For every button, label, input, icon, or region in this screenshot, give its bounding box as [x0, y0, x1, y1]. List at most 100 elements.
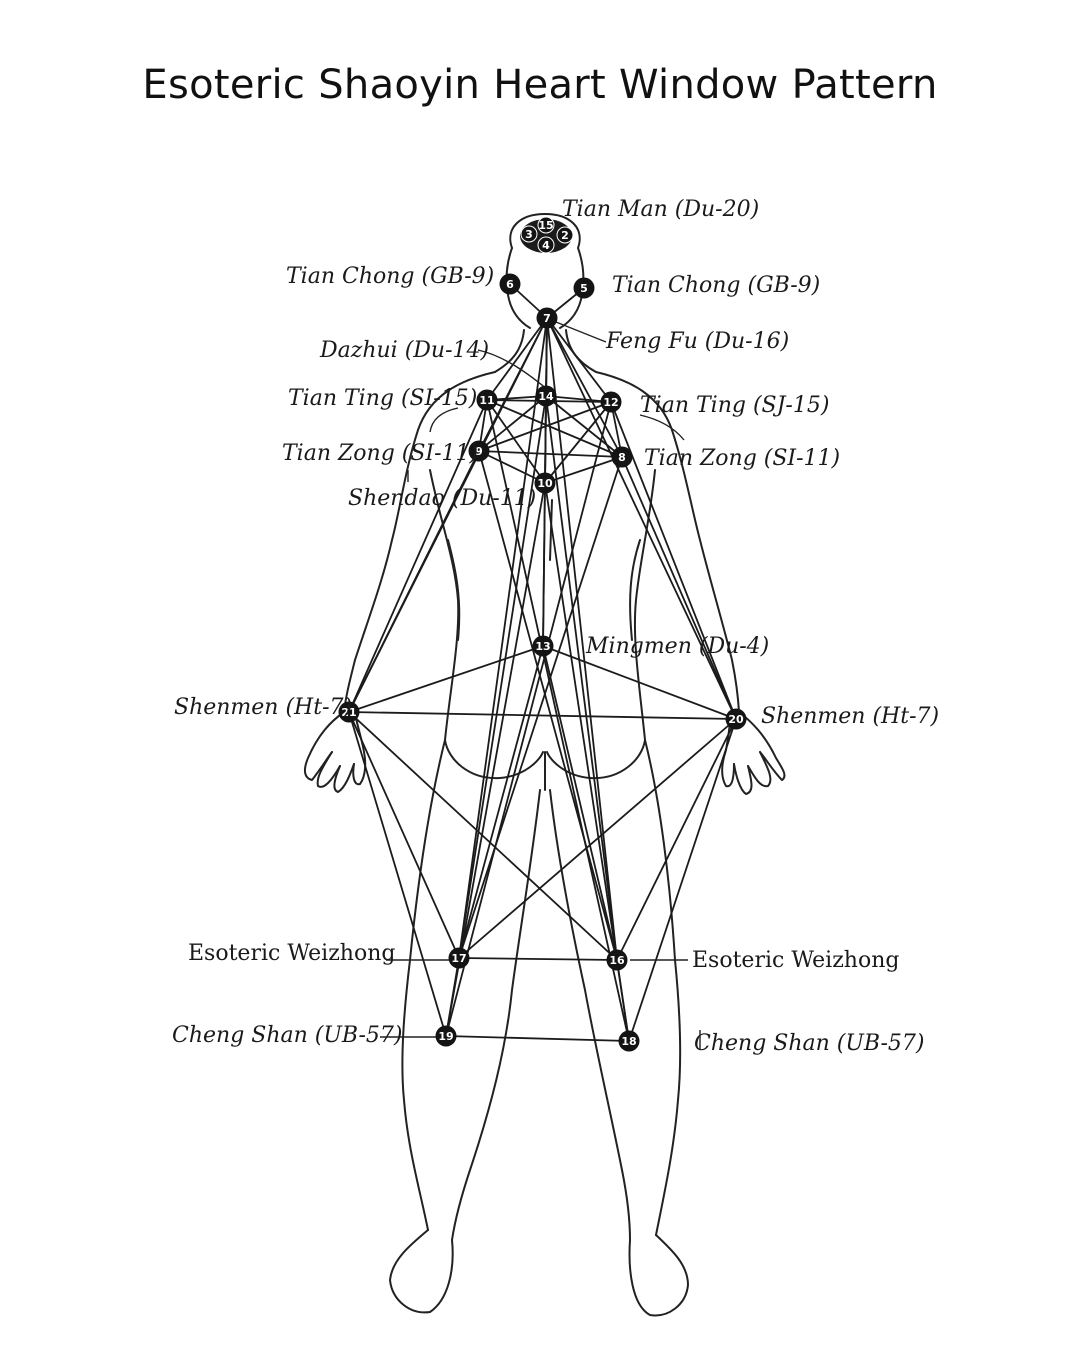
acupoint-12-number: 12	[603, 396, 618, 409]
acupoint-8: 8	[611, 446, 633, 468]
connection-20-17	[458, 718, 737, 959]
acupoint-2-dot	[556, 226, 574, 244]
acupoint-14: 14	[535, 385, 557, 407]
acupoint-6-dot	[499, 273, 521, 295]
acupoint-20: 20	[725, 708, 747, 730]
connection-13-17	[458, 645, 544, 959]
acupoint-11-dot	[476, 389, 498, 411]
acupoint-10-number: 10	[537, 477, 553, 490]
acupoint-17-number: 17	[451, 952, 466, 965]
acupoint-15-dot	[537, 216, 555, 234]
connection-9-8	[478, 450, 623, 458]
connection-9-21	[348, 450, 480, 713]
connection-8-17	[458, 456, 623, 959]
acupoint-11: 11	[476, 389, 498, 411]
acupoint-5-dot	[573, 277, 595, 299]
connection-14-8	[545, 395, 623, 458]
connection-7-12	[546, 317, 612, 403]
label-tian-zong-left: Tian Zong (SI-11)	[282, 441, 478, 466]
connection-13-16	[542, 645, 618, 961]
acupoint-20-dot	[725, 708, 747, 730]
acupoint-4: 4	[537, 236, 555, 254]
acupoint-12: 12	[600, 391, 622, 413]
acupoint-13: 13	[532, 635, 554, 657]
acupoint-14-number: 14	[538, 390, 554, 403]
acupoint-7-number: 7	[543, 312, 551, 325]
acupoint-16: 16	[606, 949, 628, 971]
point-labels: Tian Man (Du-20) Tian Chong (GB-9) Tian …	[172, 197, 939, 1056]
connection-21-19	[348, 711, 447, 1037]
label-cheng-shan-left: Cheng Shan (UB-57)	[172, 1023, 403, 1048]
acupoint-4-number: 4	[542, 239, 550, 252]
acupoint-15: 15	[537, 216, 555, 234]
acupoint-19: 19	[435, 1025, 457, 1047]
connection-14-10	[544, 395, 547, 484]
acupoint-3-dot	[520, 225, 538, 243]
connection-11-21	[348, 399, 488, 713]
label-weizhong-left: Esoteric Weizhong	[188, 941, 395, 966]
acupoint-15-number: 15	[538, 219, 553, 232]
acupoint-6-number: 6	[506, 278, 514, 291]
acupoint-18-dot	[618, 1030, 640, 1052]
label-tian-chong-right: Tian Chong (GB-9)	[612, 273, 820, 298]
connection-21-20	[348, 711, 737, 720]
acupoint-21-number: 21	[341, 706, 356, 719]
acupoint-13-dot	[532, 635, 554, 657]
acupoint-10: 10	[534, 472, 556, 494]
acupoint-10-dot	[534, 472, 556, 494]
connection-7-20	[546, 317, 737, 720]
acupoint-3-number: 3	[525, 228, 533, 241]
acupoint-4-dot	[537, 236, 555, 254]
acupoint-20-number: 20	[728, 713, 744, 726]
connection-12-19	[445, 401, 612, 1037]
acupoint-12-dot	[600, 391, 622, 413]
label-weizhong-right: Esoteric Weizhong	[692, 948, 899, 973]
connection-7-16	[546, 317, 618, 961]
connection-13-21	[348, 645, 544, 713]
label-shenmen-right: Shenmen (Ht-7)	[761, 704, 939, 729]
acupoint-7: 7	[536, 307, 558, 329]
connection-7-8	[546, 317, 623, 458]
page-title: Esoteric Shaoyin Heart Window Pattern	[142, 62, 938, 108]
connection-11-18	[486, 399, 630, 1042]
label-cheng-shan-right: Cheng Shan (UB-57)	[694, 1031, 925, 1056]
acupoint-18: 18	[618, 1030, 640, 1052]
acupoint-13-number: 13	[535, 640, 550, 653]
connection-20-16	[616, 718, 737, 961]
acupoint-14-dot	[535, 385, 557, 407]
connection-10-13	[542, 482, 546, 647]
acupoint-21: 21	[338, 701, 360, 723]
connection-20-18	[628, 718, 737, 1042]
connection-16-18	[616, 959, 630, 1042]
acupoint-17: 17	[448, 947, 470, 969]
acupoint-2-number: 2	[561, 229, 569, 242]
acupoint-19-dot	[435, 1025, 457, 1047]
acupoint-8-dot	[611, 446, 633, 468]
label-mingmen: Mingmen (Du-4)	[585, 634, 769, 659]
label-tian-ting-right: Tian Ting (SJ-15)	[640, 393, 829, 418]
label-leaders	[380, 321, 701, 1050]
acupoint-9-dot	[468, 440, 490, 462]
acupoint-19-number: 19	[438, 1030, 453, 1043]
connection-14-9	[478, 395, 547, 452]
connection-14-16	[545, 395, 618, 961]
connection-21-17	[348, 711, 460, 959]
connection-17-19	[445, 957, 460, 1037]
label-tian-chong-left: Tian Chong (GB-9)	[286, 264, 494, 289]
label-dazhui: Dazhui (Du-14)	[319, 338, 489, 363]
acupoint-5-number: 5	[580, 282, 588, 295]
acupoint-5: 5	[573, 277, 595, 299]
acupoint-21-dot	[338, 701, 360, 723]
acupoint-9: 9	[468, 440, 490, 462]
acupoint-2: 2	[556, 226, 574, 244]
label-shendao: Shendao (Du-11)	[348, 486, 536, 511]
acupoint-6: 6	[499, 273, 521, 295]
acupoint-11-number: 11	[479, 394, 494, 407]
acupoint-3: 3	[520, 225, 538, 243]
connection-14-17	[458, 395, 547, 959]
connection-7-11	[486, 317, 548, 401]
label-tian-zong-right: Tian Zong (SI-11)	[644, 446, 840, 471]
connection-8-10	[544, 456, 623, 484]
acupoint-16-dot	[606, 949, 628, 971]
